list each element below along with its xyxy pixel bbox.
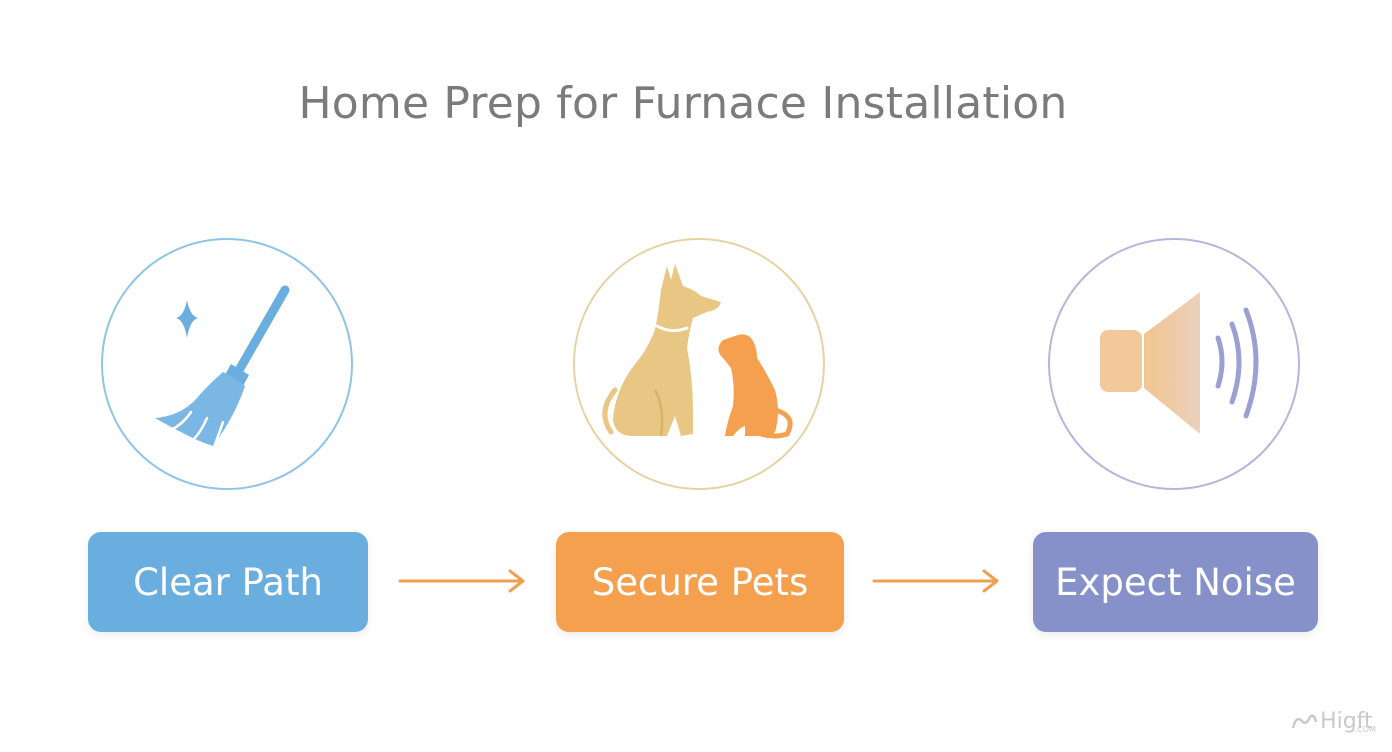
step-expect-noise: Expect Noise	[1033, 532, 1318, 632]
broom-icon	[155, 285, 290, 446]
watermark-sub: .COM	[1354, 725, 1376, 734]
step-2-icon-circle	[573, 238, 825, 490]
arrow-right-icon	[398, 569, 525, 593]
step-3-icon-circle	[1048, 238, 1300, 490]
speaker-icon	[1100, 292, 1259, 434]
diagram-title: Home Prep for Furnace Installation	[298, 78, 1068, 129]
step-1-icon-circle	[101, 238, 353, 490]
watermark: Higft .COM	[1290, 709, 1376, 734]
step-clear-path: Clear Path	[88, 532, 368, 632]
watermark-logo-icon	[1291, 714, 1318, 728]
step-secure-pets: Secure Pets	[556, 532, 844, 632]
watermark-text: Higft	[1320, 709, 1373, 734]
pets-icon	[602, 264, 793, 439]
arrow-right-icon	[872, 569, 999, 593]
